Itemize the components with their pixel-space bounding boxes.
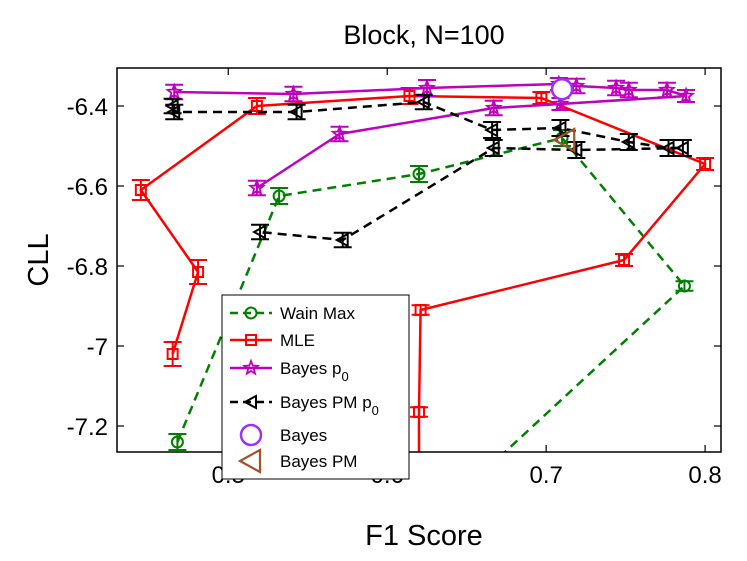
data-point [330,124,349,142]
series-bayes-pm [551,127,576,153]
data-point [552,120,567,136]
data-point [551,127,576,153]
data-point [412,167,426,181]
legend-label: MLE [280,331,315,350]
data-point [699,158,712,170]
data-point [415,94,430,110]
series-mle [131,87,715,452]
plot-frame [116,67,722,453]
data-point [550,77,574,101]
data-point [165,82,184,100]
y-tick-label: -6.4 [67,94,108,121]
y-tick-label: -7 [87,334,108,361]
y-tick-label: -6.8 [67,254,108,281]
data-point [166,104,181,120]
data-point [619,80,638,98]
legend-label: Wain Max [280,304,355,323]
data-point [535,92,548,104]
legend-label: Bayes PM [280,452,357,471]
data-point [272,189,286,203]
data-point [676,86,696,104]
legend-entry: Bayes [239,423,327,447]
data-point [166,348,179,360]
data-point [551,94,570,112]
data-point [607,78,626,96]
legend-entry: Bayes PM [237,448,357,474]
data-point [403,90,416,102]
legend-entry: Wain Max [230,304,355,323]
data-point [251,224,267,240]
y-tick-label: -7.2 [67,414,108,441]
data-point [657,80,676,98]
legend-entry: Bayes p0 [230,358,349,384]
legend-entry: MLE [230,331,315,350]
data-point [284,84,303,102]
y-tick-label: -6.6 [67,174,108,201]
legend-label: Bayes p0 [280,359,349,384]
legend-marker [244,306,258,320]
chart-title: Block, N=100 [343,20,504,50]
legend-marker [241,358,261,376]
data-point [485,140,500,156]
data-point [677,279,691,293]
legend-entry: Bayes PM p0 [230,393,379,418]
data-point [192,266,205,278]
data-point [618,254,631,266]
data-point [660,140,675,156]
x-axis-label: F1 Score [365,520,483,552]
data-point [417,78,436,96]
series-bayes-pm-p0 [163,93,692,249]
x-tick-label: 0.7 [529,462,562,489]
data-point [568,142,583,158]
data-point [484,98,503,116]
series-bayes [550,77,574,101]
y-axis-label: CLL [23,233,55,286]
legend-label: Bayes [280,426,327,445]
data-point [170,435,184,449]
legend-marker [239,423,263,447]
legend-marker [242,394,257,410]
data-point [484,122,499,138]
data-point [674,140,689,156]
data-point [250,100,263,112]
series-group [131,74,715,452]
data-point [413,406,425,418]
legend-box [221,294,410,480]
x-tick-label: 0.8 [688,462,721,489]
data-point [288,104,303,120]
data-point [134,184,147,196]
legend-label: Bayes PM p0 [280,393,379,418]
data-point [414,304,427,316]
data-point [620,134,635,150]
legend-marker [245,334,257,346]
legend-marker [237,448,262,474]
data-point [334,232,349,248]
data-point [247,178,266,196]
